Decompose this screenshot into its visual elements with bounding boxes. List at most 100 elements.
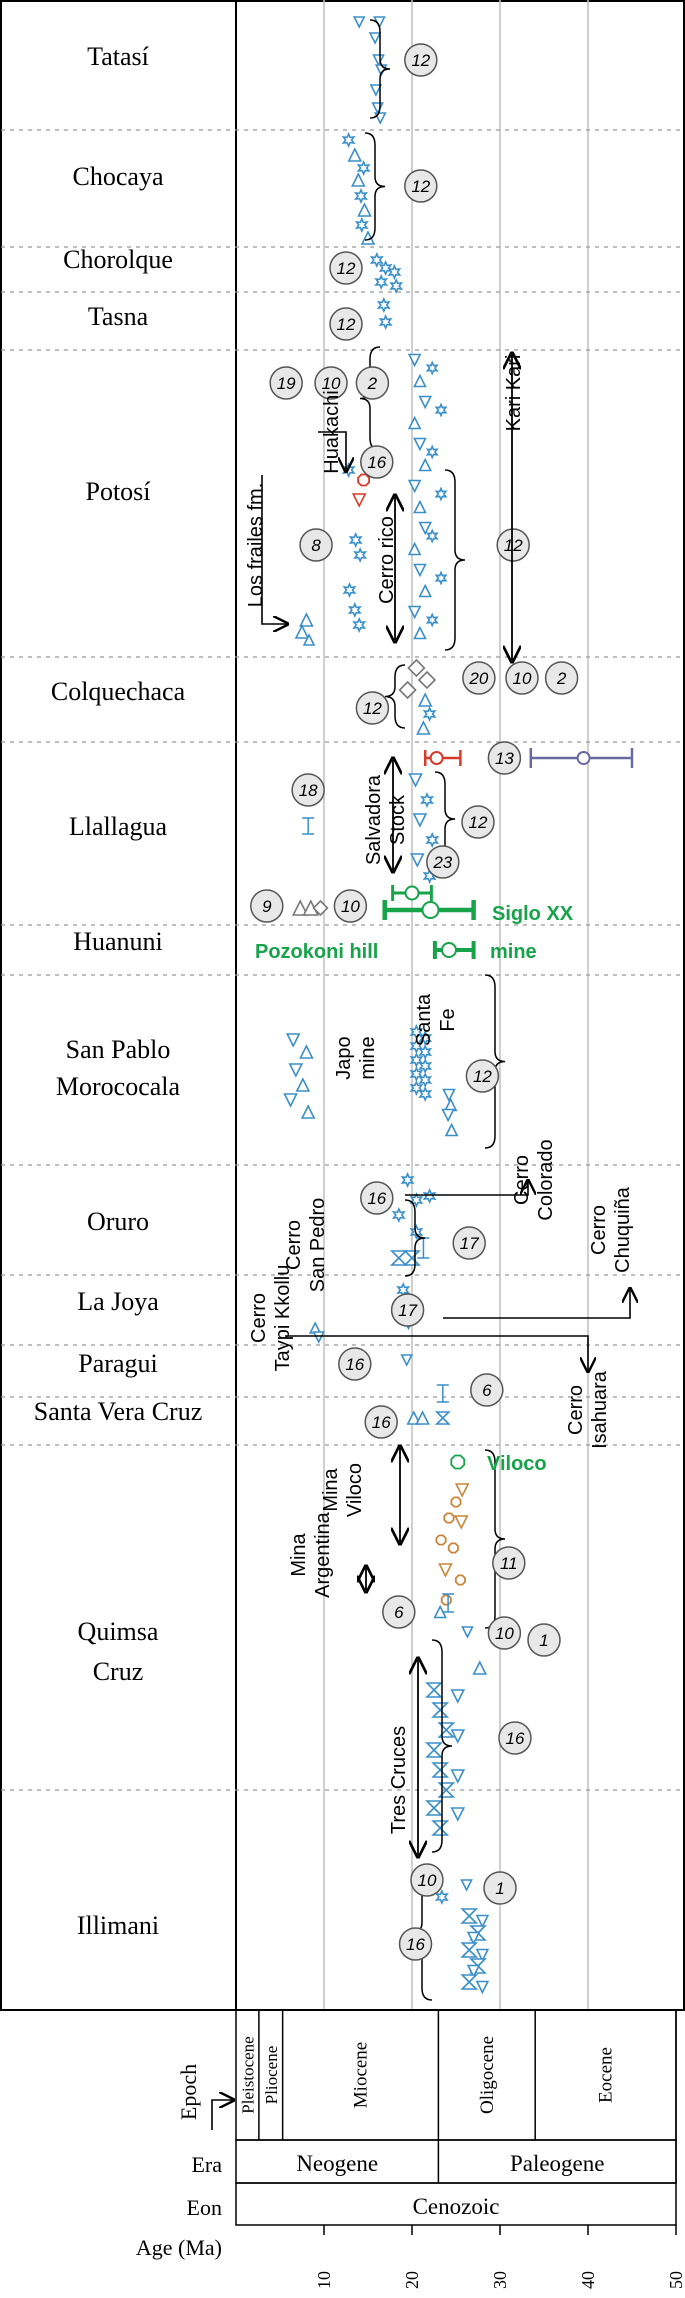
annotation-group: Kari Kari <box>503 355 525 432</box>
reference-number: 12 <box>473 1067 492 1086</box>
reference-circle <box>462 661 496 695</box>
data-point-circle <box>440 942 457 958</box>
reference-number: 17 <box>398 1301 417 1320</box>
x-tick-label: 50 <box>666 2271 685 2289</box>
data-point-octagon <box>447 1542 459 1554</box>
x-tick-label-group: 50 <box>666 2271 685 2289</box>
reference-circle <box>364 1405 398 1439</box>
data-point-triangle <box>418 457 432 472</box>
row-label-line: La Joya <box>77 1287 159 1316</box>
data-point-star <box>409 1080 424 1096</box>
eon-label: Cenozoic <box>413 2194 500 2219</box>
row-label: Tasna <box>88 302 149 331</box>
data-point-hourglass <box>389 1250 408 1266</box>
row-label-line: Huanuni <box>73 927 163 956</box>
annotation-line: Cerro <box>283 1220 305 1270</box>
x-tick-label: 10 <box>314 2271 334 2289</box>
x-tick-label-group: 20 <box>402 2271 422 2289</box>
data-point-star <box>341 462 356 478</box>
reference-number: 16 <box>505 1729 524 1748</box>
row-label-line: Colquechaca <box>51 677 186 706</box>
annotation-line: Cerro <box>511 1155 533 1205</box>
row-label-line: Illimani <box>77 1911 159 1940</box>
data-point-circle <box>576 751 591 765</box>
reference-circle <box>250 889 284 923</box>
epoch-label-group: Pliocene <box>262 2046 281 2105</box>
annotation-line: Mina <box>288 1532 310 1576</box>
annotation-line: Japo <box>333 1036 355 1079</box>
reference-circle <box>426 845 460 879</box>
brace <box>431 1639 453 1853</box>
data-point-triangle <box>418 521 432 536</box>
eon-header: Eon <box>187 2195 222 2220</box>
reference-circle <box>338 1347 372 1381</box>
reference-circle <box>333 889 368 923</box>
data-point-triangle <box>407 541 422 556</box>
row-label: Oruro <box>87 1207 149 1236</box>
reference-circle <box>404 43 438 77</box>
data-point-triangle <box>450 1807 466 1822</box>
pleistocene-bracket <box>211 2100 232 2130</box>
row-label-line: Quimsa <box>78 1617 159 1646</box>
reference-circle <box>452 1226 486 1260</box>
data-point-star <box>378 260 393 276</box>
annotation-line: Isahuara <box>589 1370 611 1449</box>
data-point-star <box>422 1188 437 1204</box>
data-point-hourglass <box>431 1820 450 1836</box>
data-point-triangle <box>461 1626 474 1639</box>
data-point-star <box>352 617 367 633</box>
reference-circle <box>465 1059 500 1093</box>
data-point-triangle <box>450 1689 466 1704</box>
data-point-star <box>391 1207 406 1223</box>
reference-circle <box>404 169 438 203</box>
reference-circle <box>498 1721 532 1755</box>
row-label-line: Paragui <box>78 1349 157 1378</box>
data-point-star <box>418 1072 433 1088</box>
annotation-arrow <box>443 1290 630 1319</box>
reference-number: 17 <box>460 1234 479 1253</box>
annotation-green: Pozokoni hill <box>255 941 378 963</box>
data-point-triangle <box>300 1104 316 1119</box>
brace <box>484 1449 506 1629</box>
reference-number: 11 <box>500 1554 518 1573</box>
data-point-hourglass <box>434 1411 451 1425</box>
reference-circle <box>544 661 579 695</box>
epoch-label-group: Miocene <box>351 2042 372 2108</box>
row-label: Potosí <box>85 477 150 506</box>
annotation-green: mine <box>490 941 537 963</box>
data-point-triangle <box>442 1088 456 1103</box>
data-point-star <box>409 1052 424 1068</box>
reference-number: 12 <box>411 177 430 196</box>
reference-circle <box>299 528 333 562</box>
data-point-hourglass <box>425 1742 443 1758</box>
data-point-star <box>369 252 384 268</box>
annotation-group: Los frailes fm. <box>245 483 267 607</box>
data-point-star <box>342 582 357 598</box>
data-point-star <box>434 570 448 586</box>
row-label: Llallagua <box>69 812 168 841</box>
annotation-line: Chuquiña <box>612 1186 634 1273</box>
reference-number: 18 <box>299 781 318 800</box>
row-label-line: Potosí <box>85 477 150 506</box>
row-label-line: Santa Vera Cruz <box>34 1397 202 1426</box>
eon-band <box>235 2182 677 2226</box>
data-point-triangle <box>466 1964 481 1979</box>
annotation-line: Kari Kari <box>503 355 525 432</box>
epoch-label: Oligocene <box>477 2036 498 2114</box>
reference-circle <box>461 805 495 839</box>
data-point-star <box>409 1038 424 1054</box>
reference-circle <box>410 1863 444 1897</box>
data-point-triangle <box>368 32 382 45</box>
annotation-green: Siglo XX <box>492 903 574 925</box>
data-point-triangle <box>288 1063 304 1078</box>
reference-circle <box>291 773 325 807</box>
brace <box>484 974 506 1149</box>
data-point-diamond <box>407 658 426 678</box>
reference-number: 19 <box>277 374 296 393</box>
data-point-triangle <box>450 1769 466 1784</box>
